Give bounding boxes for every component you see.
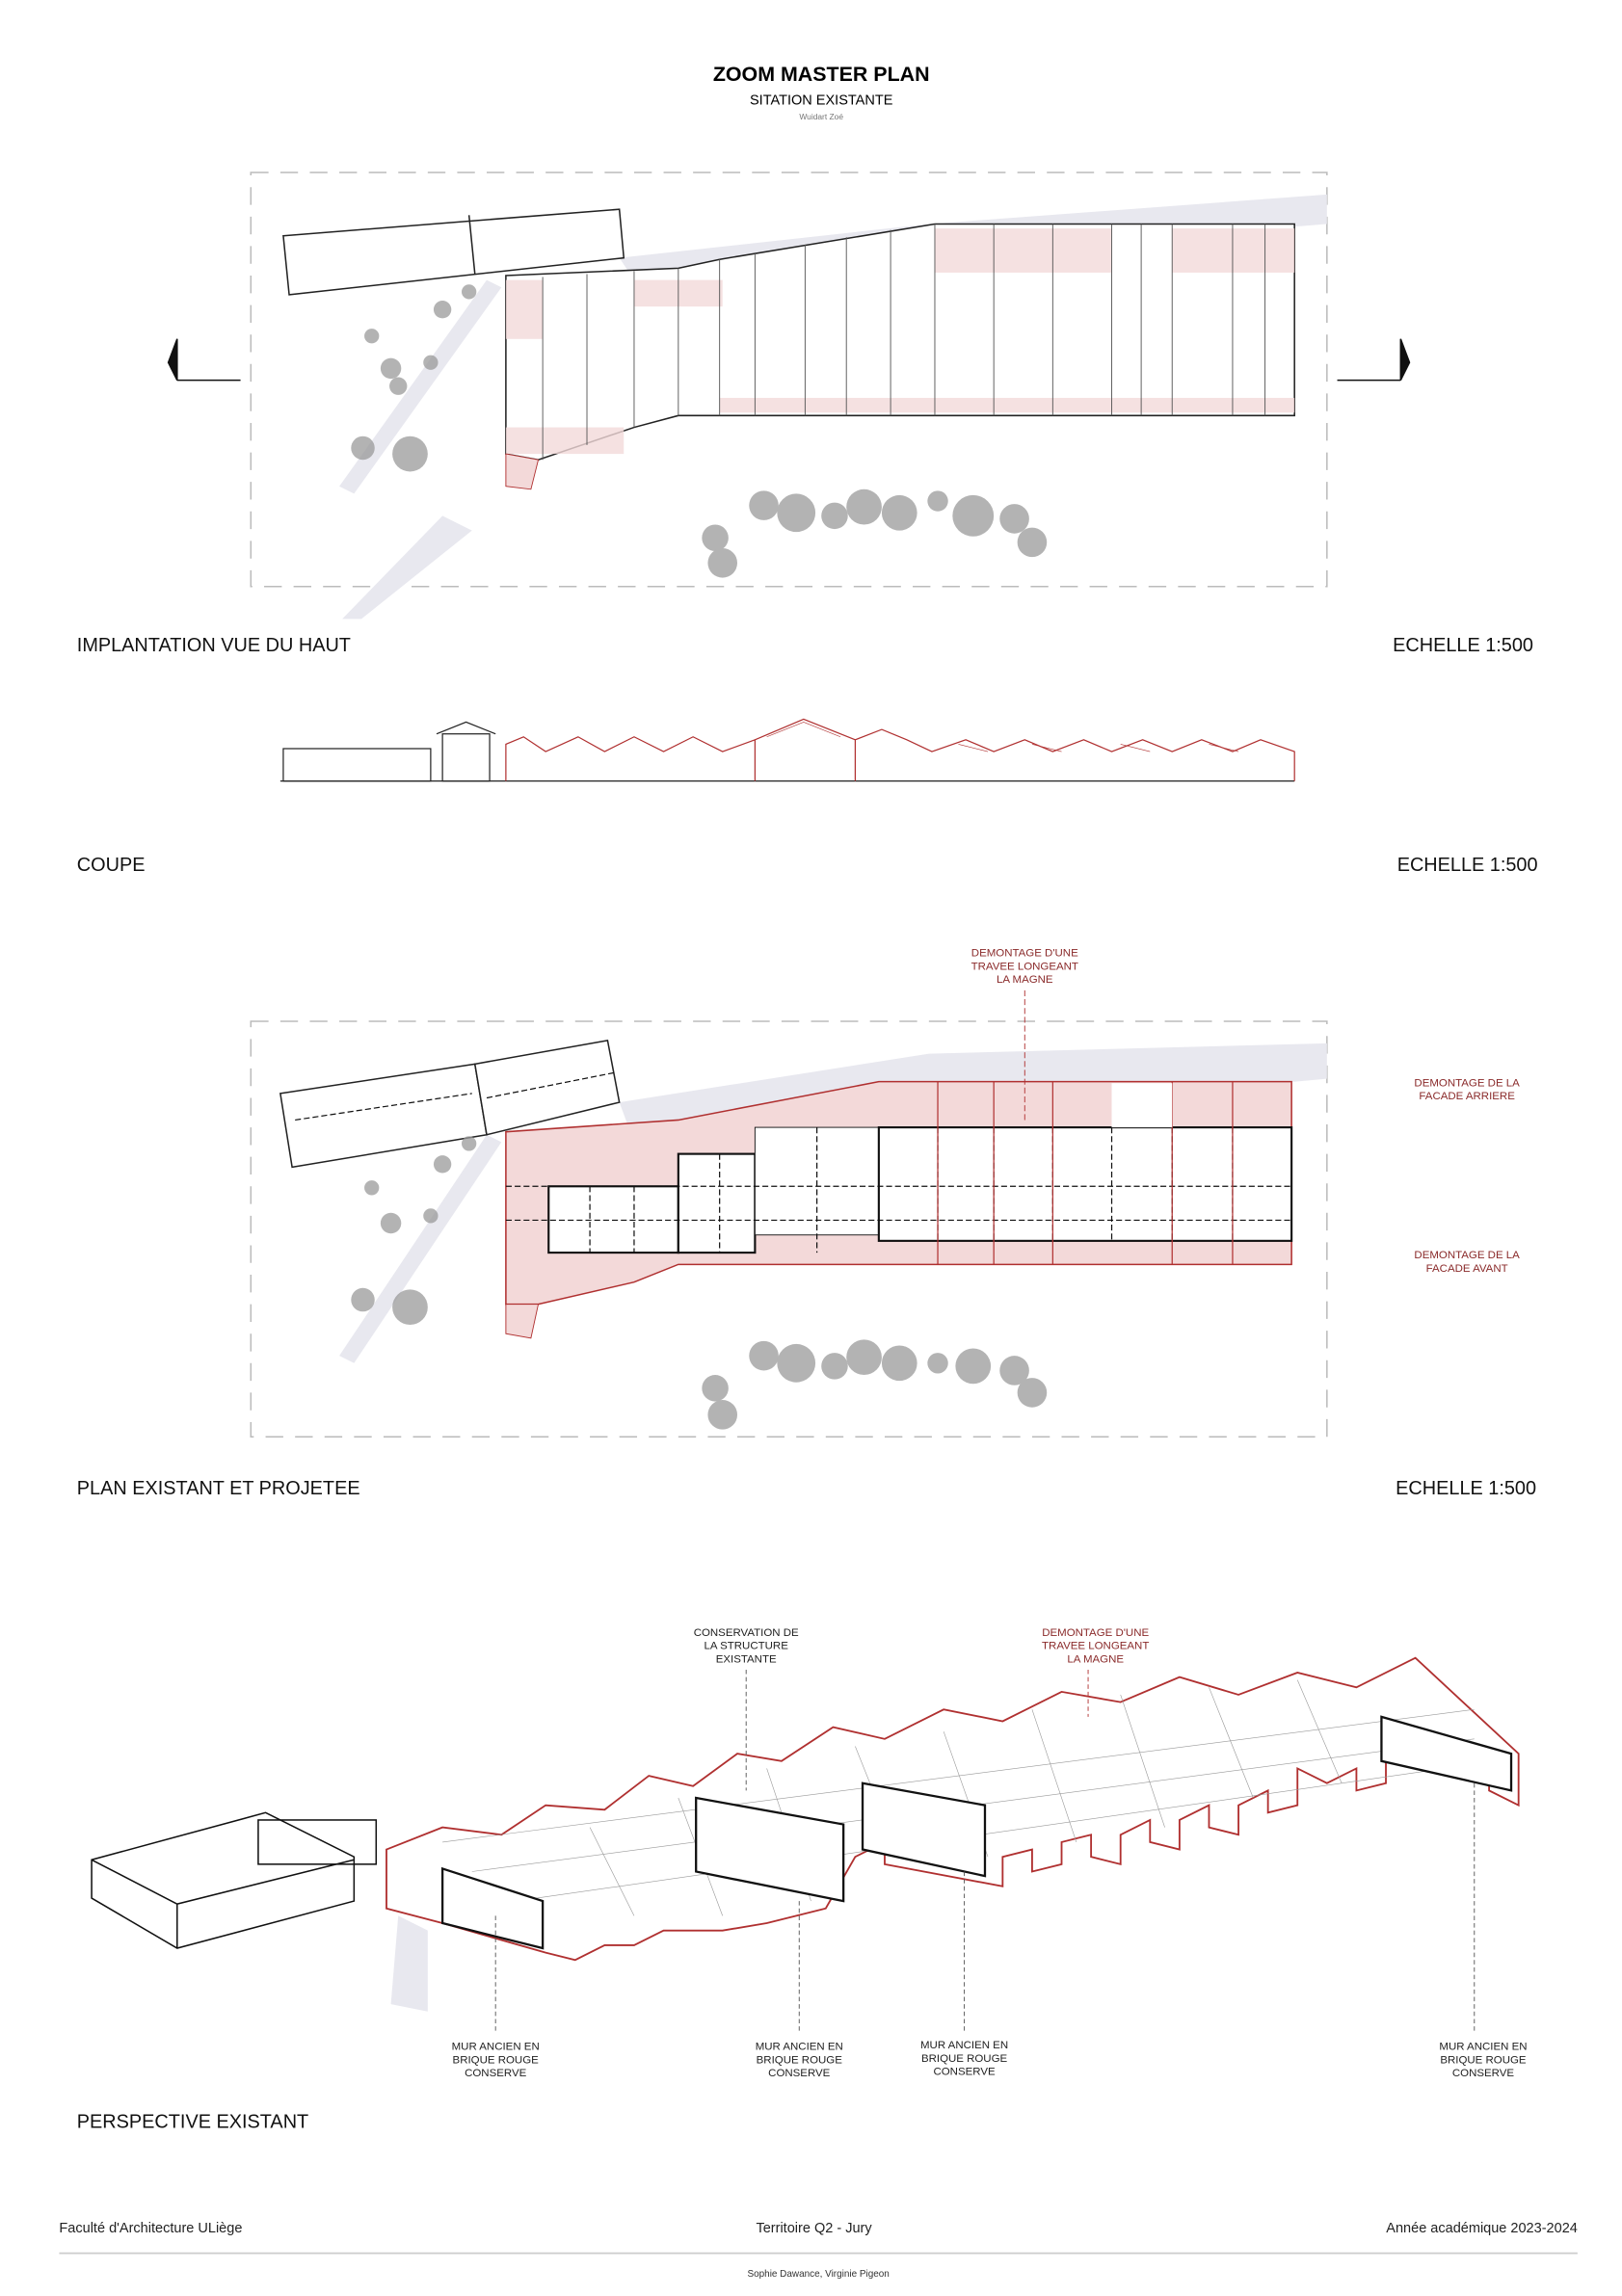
plan-annotation-arriere-1: DEMONTAGE DE LA — [1414, 1077, 1520, 1089]
persp-annotation-travee-2: TRAVEE LONGEANT — [1042, 1641, 1149, 1652]
svg-text:BRIQUE ROUGE: BRIQUE ROUGE — [1440, 2054, 1527, 2066]
footer-authors: Sophie Dawance, Virginie Pigeon — [747, 2269, 889, 2280]
plan-label: PLAN EXISTANT ET PROJETEE — [77, 1478, 360, 1499]
plan-annotation-avant-2: FACADE AVANT — [1426, 1263, 1508, 1275]
implantation-scale: ECHELLE 1:500 — [1393, 635, 1533, 656]
svg-text:MUR ANCIEN EN: MUR ANCIEN EN — [756, 2042, 843, 2053]
plan-annotation-travee-2: TRAVEE LONGEANT — [971, 961, 1078, 972]
footer-center: Territoire Q2 - Jury — [756, 2221, 872, 2236]
svg-text:BRIQUE ROUGE: BRIQUE ROUGE — [757, 2054, 843, 2066]
persp-annotation-mur-3: MUR ANCIEN EN BRIQUE ROUGE CONSERVE — [920, 2040, 1008, 2078]
persp-annotation-travee-1: DEMONTAGE D'UNE — [1042, 1627, 1149, 1639]
persp-annotation-travee-3: LA MAGNE — [1067, 1653, 1124, 1665]
persp-annotation-conservation-2: LA STRUCTURE — [705, 1641, 789, 1652]
persp-annotation-conservation-1: CONSERVATION DE — [694, 1627, 799, 1639]
footer-right: Année académique 2023-2024 — [1386, 2221, 1578, 2236]
svg-text:BRIQUE ROUGE: BRIQUE ROUGE — [921, 2053, 1008, 2065]
footer-left: Faculté d'Architecture ULiège — [59, 2221, 242, 2236]
svg-text:CONSERVE: CONSERVE — [465, 2068, 527, 2079]
plan-annotation-travee-1: DEMONTAGE D'UNE — [971, 948, 1078, 960]
coupe-drawing — [279, 718, 1295, 782]
persp-annotation-conservation-3: EXISTANTE — [716, 1653, 777, 1665]
coupe-label: COUPE — [77, 855, 146, 876]
author: Wuidart Zoé — [799, 112, 843, 121]
svg-text:MUR ANCIEN EN: MUR ANCIEN EN — [1439, 2042, 1527, 2053]
plan-annotation-arriere-2: FACADE ARRIERE — [1419, 1091, 1515, 1102]
coupe-scale: ECHELLE 1:500 — [1397, 855, 1538, 876]
svg-text:CONSERVE: CONSERVE — [768, 2068, 831, 2079]
plan-existant-drawing — [250, 990, 1328, 1438]
implantation-label: IMPLANTATION VUE DU HAUT — [77, 635, 351, 656]
plan-annotation-travee-3: LA MAGNE — [997, 974, 1053, 986]
perspective-drawing — [91, 1656, 1520, 2034]
page-title: ZOOM MASTER PLAN — [713, 63, 930, 86]
svg-text:BRIQUE ROUGE: BRIQUE ROUGE — [453, 2054, 540, 2066]
svg-text:MUR ANCIEN EN: MUR ANCIEN EN — [920, 2040, 1008, 2051]
persp-annotation-mur-1: MUR ANCIEN EN BRIQUE ROUGE CONSERVE — [452, 2042, 540, 2080]
implantation-plan-drawing — [167, 172, 1411, 620]
persp-annotation-mur-4: MUR ANCIEN EN BRIQUE ROUGE CONSERVE — [1439, 2042, 1527, 2080]
svg-text:MUR ANCIEN EN: MUR ANCIEN EN — [452, 2042, 540, 2053]
page-subtitle: SITATION EXISTANTE — [750, 93, 893, 109]
perspective-label: PERSPECTIVE EXISTANT — [77, 2112, 308, 2133]
plan-scale: ECHELLE 1:500 — [1396, 1478, 1536, 1499]
plan-annotation-avant-1: DEMONTAGE DE LA — [1414, 1250, 1520, 1261]
persp-annotation-mur-2: MUR ANCIEN EN BRIQUE ROUGE CONSERVE — [756, 2042, 843, 2080]
svg-text:CONSERVE: CONSERVE — [1452, 2068, 1515, 2079]
svg-text:CONSERVE: CONSERVE — [933, 2067, 996, 2078]
